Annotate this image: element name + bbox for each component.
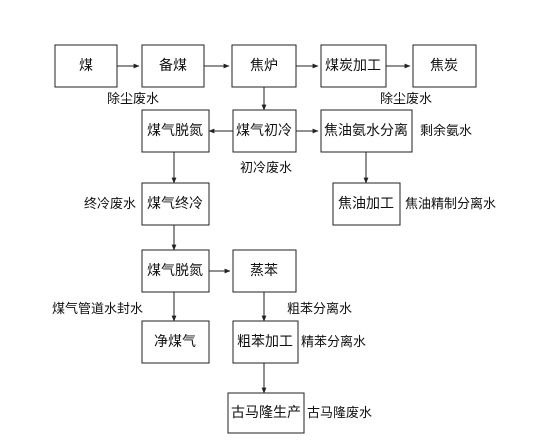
- label-refined-benzene-separated-water: 精苯分离水: [301, 334, 366, 350]
- svg-text:蒸苯: 蒸苯: [250, 262, 278, 279]
- label-gas-pipe-seal-water: 煤气管道水封水: [52, 301, 143, 317]
- svg-text:煤: 煤: [79, 58, 93, 74]
- svg-text:煤炭加工: 煤炭加工: [325, 58, 381, 74]
- svg-text:净煤气: 净煤气: [154, 334, 196, 350]
- svg-text:古马隆生产: 古马隆生产: [231, 405, 301, 421]
- label-dust-wastewater-left: 除尘废水: [107, 91, 159, 107]
- label-dust-wastewater-right: 除尘废水: [380, 91, 432, 107]
- node-coke-oven: 焦炉: [231, 44, 297, 88]
- svg-text:煤气脱氮: 煤气脱氮: [147, 123, 203, 139]
- node-coke-processing: 煤炭加工: [320, 44, 387, 88]
- node-gas-desulfur: 煤气脱氮: [141, 109, 210, 153]
- svg-text:焦油氨水分离: 焦油氨水分离: [324, 122, 408, 139]
- node-gas-final-cooling: 煤气终冷: [141, 182, 210, 226]
- label-tar-refining-separated-water: 焦油精制分离水: [405, 196, 496, 212]
- node-coumarone-production: 古马隆生产: [227, 392, 305, 434]
- svg-text:煤气初冷: 煤气初冷: [236, 122, 292, 139]
- node-crude-benzene-processing: 粗苯加工: [232, 320, 299, 364]
- node-gas-denitro: 煤气脱氮: [141, 249, 210, 293]
- node-tar-processing: 焦油加工: [332, 182, 401, 226]
- label-primary-cooling-wastewater: 初冷废水: [240, 160, 292, 176]
- label-crude-benzene-separated-water: 粗苯分离水: [287, 301, 352, 317]
- svg-text:煤气脱氮: 煤气脱氮: [147, 263, 203, 279]
- svg-text:粗苯加工: 粗苯加工: [237, 333, 293, 350]
- svg-text:煤气终冷: 煤气终冷: [147, 196, 203, 212]
- node-clean-gas: 净煤气: [141, 320, 210, 364]
- node-tar-ammonia-separation: 焦油氨水分离: [320, 109, 413, 153]
- node-coke: 焦炭: [412, 44, 477, 88]
- nodes: 煤 备煤 焦炉 煤炭加工 焦炭 煤气脱氮 煤气初冷 焦油氨水分离: [54, 44, 477, 434]
- node-benzene: 蒸苯: [232, 249, 297, 293]
- label-final-cooling-wastewater: 终冷废水: [84, 196, 136, 212]
- edges: [117, 63, 411, 394]
- label-residual-ammonia-water: 剩余氨水: [420, 123, 472, 139]
- svg-text:焦油加工: 焦油加工: [338, 196, 394, 212]
- labels: 除尘废水 除尘废水 初冷废水 剩余氨水 终冷废水 焦油精制分离水 煤气管道水封水…: [52, 91, 496, 421]
- node-coal: 煤: [54, 44, 118, 88]
- node-gas-primary-cooling: 煤气初冷: [232, 109, 297, 153]
- svg-text:备煤: 备煤: [159, 57, 187, 74]
- svg-text:焦炉: 焦炉: [250, 58, 278, 74]
- label-coumarone-wastewater: 古马隆废水: [307, 405, 372, 421]
- svg-text:焦炭: 焦炭: [430, 58, 458, 74]
- node-coal-prep: 备煤: [141, 44, 205, 88]
